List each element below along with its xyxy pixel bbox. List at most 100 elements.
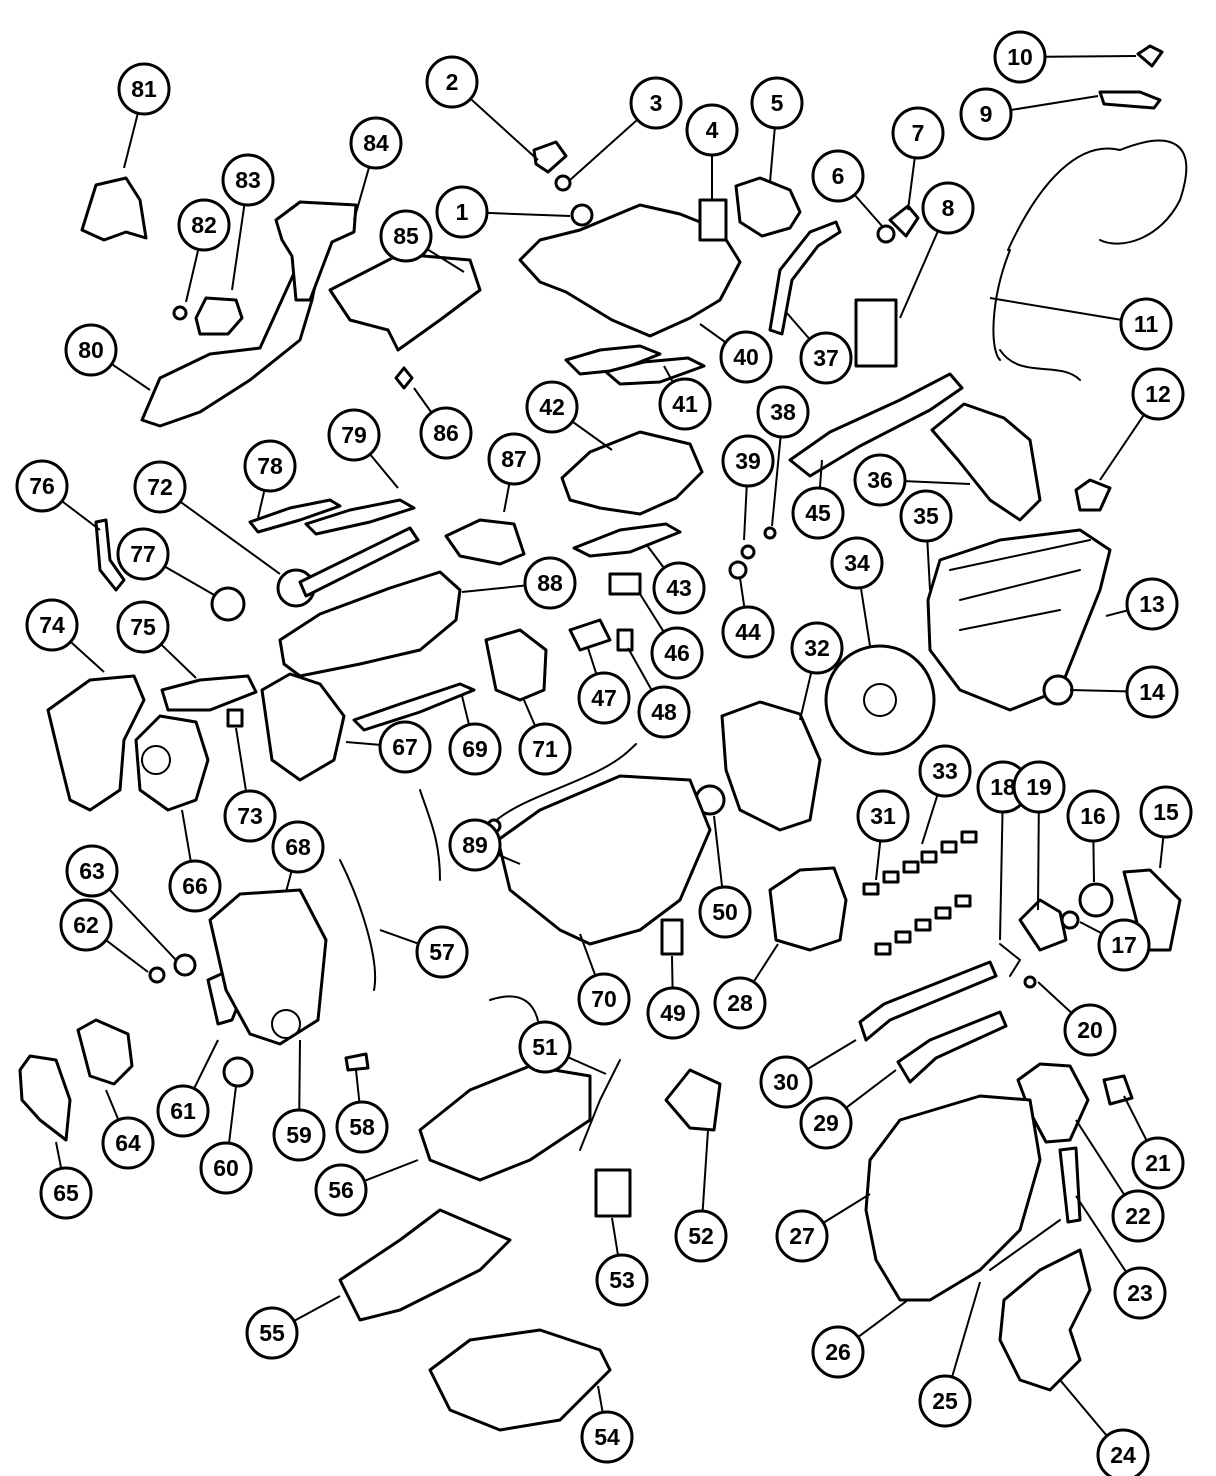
callout-36: 36 (853, 453, 907, 507)
part-21-plug (1102, 1074, 1134, 1106)
callout-number: 8 (942, 195, 955, 221)
callout-circle (595, 1253, 649, 1307)
part-70-engine-block (496, 774, 712, 946)
part-27-cylinder-head (864, 1094, 1042, 1302)
callout-number: 42 (539, 394, 565, 420)
callout-circle (271, 820, 325, 874)
callout-3: 3 (629, 76, 683, 130)
callout-circle (652, 561, 706, 615)
callout-number: 29 (813, 1110, 839, 1136)
callout-30: 30 (759, 1055, 813, 1109)
callout-83: 83 (221, 153, 275, 207)
callout-number: 23 (1127, 1280, 1153, 1306)
part-39-seal (740, 544, 756, 560)
part-62-nut (148, 966, 166, 984)
callout-number: 3 (650, 90, 663, 116)
callout-number: 79 (341, 422, 367, 448)
callout-52: 52 (674, 1209, 728, 1263)
callout-25: 25 (918, 1374, 972, 1428)
callout-9: 9 (959, 87, 1013, 141)
leader-line-86 (413, 387, 433, 414)
part-45-fuel-rail (788, 372, 964, 478)
callout-number: 35 (913, 503, 939, 529)
leader-line-26 (857, 1299, 909, 1338)
leader-line-75 (160, 643, 197, 679)
callout-number: 83 (235, 167, 261, 193)
callout-78: 78 (243, 439, 297, 493)
callout-35: 35 (899, 489, 953, 543)
callout-circle (1096, 1428, 1150, 1476)
part-10-fitting (1136, 44, 1164, 68)
callout-28: 28 (713, 976, 767, 1030)
callout-8: 8 (921, 181, 975, 235)
callout-circle (713, 976, 767, 1030)
callout-circle (1131, 1136, 1185, 1190)
callout-circle (116, 527, 170, 581)
leader-line-74 (69, 641, 105, 673)
callout-37: 37 (799, 331, 853, 385)
callout-number: 86 (433, 420, 459, 446)
callout-circle (891, 106, 945, 160)
callout-81: 81 (117, 62, 171, 116)
callout-circle (415, 925, 469, 979)
callout-circle (272, 1108, 326, 1162)
leader-line-54 (597, 1385, 604, 1413)
callout-circle (580, 1410, 634, 1464)
callout-circle (177, 198, 231, 252)
callout-circle (379, 209, 433, 263)
callout-circle (523, 556, 577, 610)
callout-circle (899, 489, 953, 543)
callout-number: 60 (213, 1155, 239, 1181)
callout-circle (698, 885, 752, 939)
part-32-rear-cover (720, 700, 822, 832)
leader-line-34 (859, 587, 871, 647)
leader-line-87 (503, 483, 511, 513)
callout-number: 56 (328, 1177, 354, 1203)
callout-number: 53 (609, 1267, 635, 1293)
part-31-33-rocker-arms (862, 830, 978, 956)
callout-14: 14 (1125, 665, 1179, 719)
callout-number: 33 (932, 758, 958, 784)
leader-line-24 (1059, 1379, 1108, 1437)
leader-line-45 (818, 459, 823, 489)
leader-line-29 (845, 1069, 897, 1109)
leader-line-21 (1123, 1095, 1148, 1142)
callout-21: 21 (1131, 1136, 1185, 1190)
leader-line-47 (587, 647, 598, 675)
callout-circle (518, 722, 572, 776)
callout-number: 1 (456, 199, 469, 225)
callout-22: 22 (1111, 1189, 1165, 1243)
callout-59: 59 (272, 1108, 326, 1162)
callout-48: 48 (637, 685, 691, 739)
callout-number: 44 (735, 619, 761, 645)
leader-line-82 (185, 249, 200, 303)
callout-85: 85 (379, 209, 433, 263)
callout-39: 39 (721, 434, 775, 488)
callout-number: 2 (446, 69, 459, 95)
callout-51: 51 (518, 1020, 572, 1074)
leader-line-63 (108, 888, 177, 961)
callout-number: 61 (170, 1098, 196, 1124)
callout-58: 58 (335, 1100, 389, 1154)
leader-line-46 (639, 593, 665, 633)
callout-10: 10 (993, 30, 1047, 84)
callout-61: 61 (156, 1084, 210, 1138)
leader-line-18 (999, 811, 1004, 941)
part-6-sensor (876, 224, 896, 244)
callout-19: 19 (1012, 760, 1066, 814)
callout-76: 76 (15, 459, 69, 513)
leader-line-70 (579, 933, 597, 976)
leader-line-49 (671, 955, 674, 989)
callout-11: 11 (1119, 297, 1173, 351)
leader-line-25 (951, 1281, 981, 1378)
callout-circle (790, 621, 844, 675)
callout-circle (646, 986, 700, 1040)
callout-circle (335, 1100, 389, 1154)
part-68-front-cover (208, 888, 328, 1046)
callout-circle (799, 1096, 853, 1150)
part-5-throttle-body (734, 176, 802, 238)
callout-34: 34 (830, 536, 884, 590)
part-16-pulley (1078, 882, 1114, 918)
callout-6: 6 (811, 149, 865, 203)
callout-number: 72 (147, 474, 173, 500)
